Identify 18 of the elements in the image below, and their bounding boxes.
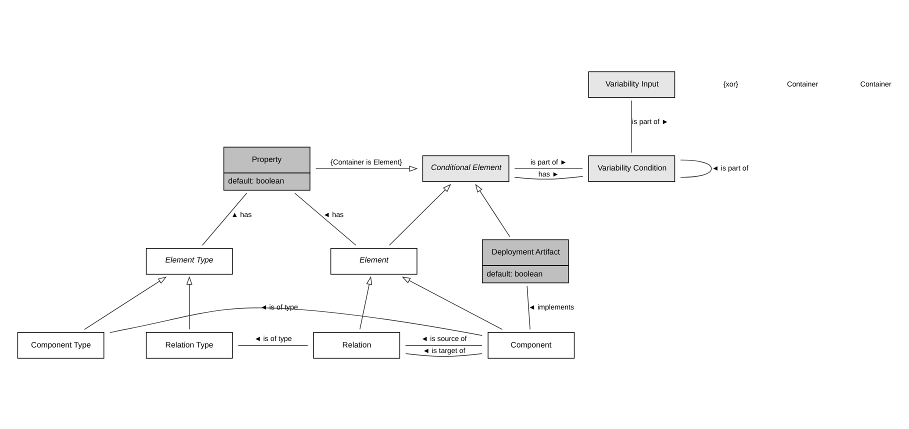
connector (238, 344, 308, 346)
connector (514, 176, 584, 179)
arrow (84, 276, 167, 330)
arrow (402, 276, 503, 330)
connector (110, 306, 483, 336)
connector (514, 168, 583, 169)
arrow (315, 165, 418, 172)
connector (405, 352, 482, 356)
connector (405, 344, 482, 346)
arrow (186, 276, 192, 330)
connector (294, 192, 356, 246)
connector (680, 159, 712, 178)
connector (631, 100, 632, 152)
arrow (388, 183, 452, 246)
connector (202, 192, 248, 246)
arrow (360, 276, 372, 330)
arrow (475, 183, 510, 237)
connector (526, 285, 530, 330)
